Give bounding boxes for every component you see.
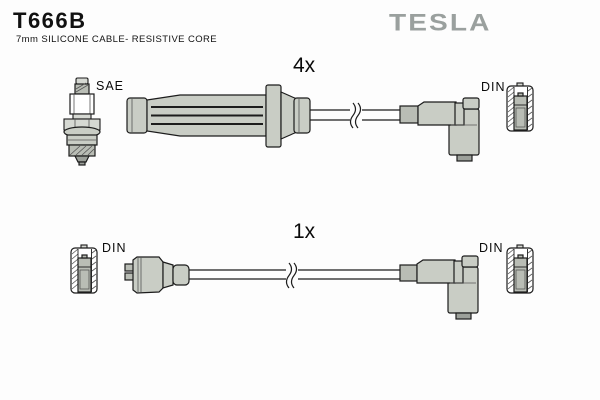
sae-terminal-label: SAE bbox=[96, 79, 125, 93]
cable-break-icon bbox=[285, 262, 298, 289]
ferrule-top bbox=[399, 105, 419, 124]
din-terminal-icon-bottom-left bbox=[70, 244, 98, 294]
quantity-label-top: 4x bbox=[293, 54, 316, 77]
cable-wire-top bbox=[310, 102, 400, 129]
elbow-din-boot-icon-bottom bbox=[416, 255, 479, 320]
part-number: T666B bbox=[13, 8, 87, 33]
quantity-label-bottom: 1x bbox=[293, 220, 316, 243]
product-subtitle: 7mm SILICONE CABLE- RESISTIVE CORE bbox=[16, 34, 218, 45]
ignition-cable-drawing-bottom bbox=[70, 244, 534, 320]
straight-din-connector bbox=[124, 256, 190, 294]
din-terminal-icon-top-right bbox=[506, 82, 534, 132]
din-terminal-icon-bottom-right bbox=[506, 244, 534, 294]
sae-boot bbox=[126, 84, 311, 148]
din-terminal-label-bottom-left: DIN bbox=[102, 241, 127, 255]
din-terminal-label-top-right: DIN bbox=[481, 80, 506, 94]
ferrule-bottom bbox=[399, 264, 418, 282]
spark-plug-icon bbox=[63, 77, 101, 166]
cable-break-icon bbox=[349, 102, 362, 129]
din-terminal-label-bottom-right: DIN bbox=[479, 241, 504, 255]
brand-logo: TESLA bbox=[389, 9, 492, 36]
elbow-din-boot-icon-top bbox=[417, 97, 480, 162]
cable-wire-bottom bbox=[189, 262, 400, 289]
ignition-cable-drawing-top bbox=[63, 77, 534, 166]
